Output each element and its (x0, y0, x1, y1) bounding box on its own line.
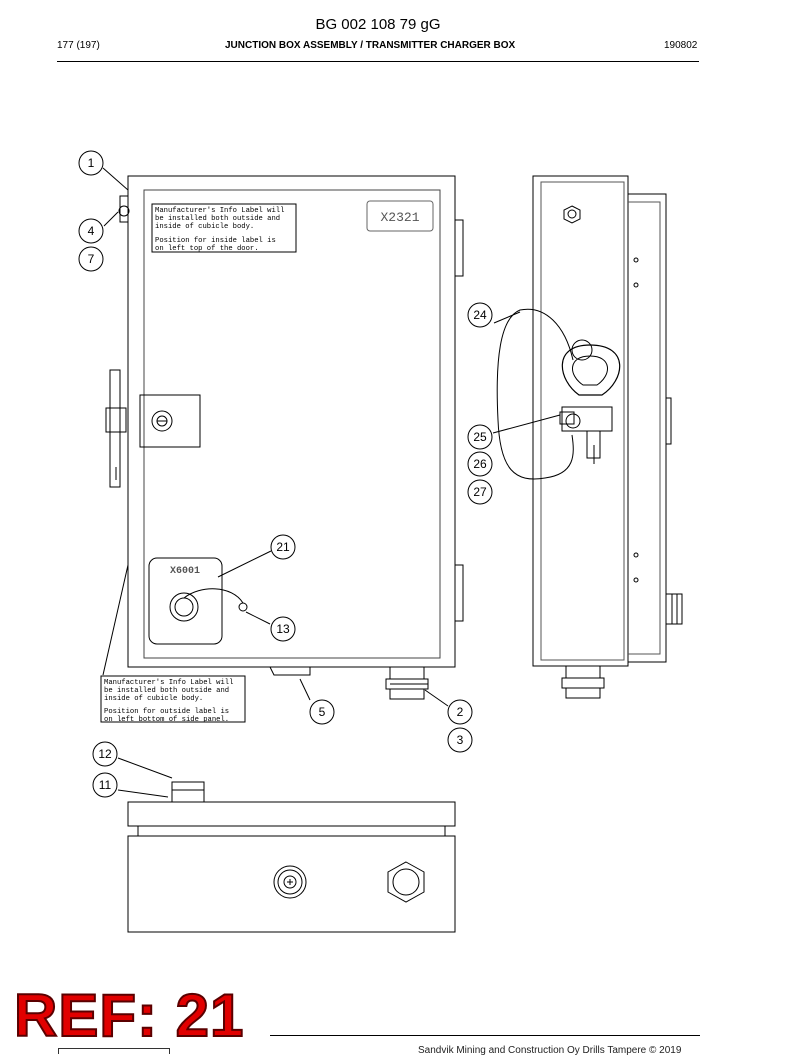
inside-label-note: Manufacturer's Info Label will be instal… (155, 207, 284, 253)
side-view (496, 175, 683, 699)
svg-text:11: 11 (99, 778, 112, 792)
svg-text:Position for outside label is: Position for outside label is (104, 708, 229, 716)
callout-13: 13 (270, 616, 296, 642)
document-number: BG 002 108 79 gG (315, 16, 441, 33)
svg-text:26: 26 (473, 457, 487, 471)
callout-1: 1 (78, 150, 104, 176)
page-title: JUNCTION BOX ASSEMBLY / TRANSMITTER CHAR… (225, 40, 516, 51)
inside-label-note-box (151, 203, 297, 253)
socket-marking-label: X6001 (170, 566, 200, 577)
svg-text:7: 7 (88, 252, 95, 266)
page-number: 177 (197) (57, 40, 100, 51)
cable-gland-front (385, 666, 429, 700)
svg-text:27: 27 (473, 485, 487, 499)
callout-11: 11 (92, 772, 118, 798)
svg-text:Manufacturer's Info Label will: Manufacturer's Info Label will (155, 207, 284, 215)
callout-5: 5 (309, 699, 335, 725)
date-code: 190802 (664, 40, 698, 51)
svg-text:on left bottom of side panel.: on left bottom of side panel. (104, 716, 229, 724)
part-callouts: 1 4 7 24 25 26 27 21 13 5 2 3 12 11 (78, 150, 493, 798)
footer-rule (270, 1035, 700, 1036)
door-marking-box (366, 200, 434, 232)
front-view (105, 175, 464, 676)
svg-text:inside of cubicle body.: inside of cubicle body. (104, 695, 203, 703)
header-rule (57, 61, 699, 62)
svg-text:21: 21 (276, 540, 290, 554)
svg-text:Position for inside label is: Position for inside label is (155, 237, 276, 245)
leader-lines (102, 167, 561, 798)
svg-text:3: 3 (457, 733, 464, 747)
svg-text:be installed both outside and: be installed both outside and (104, 687, 229, 695)
svg-text:4: 4 (88, 224, 95, 238)
svg-text:5: 5 (319, 705, 326, 719)
callout-12: 12 (92, 741, 118, 767)
svg-text:13: 13 (276, 622, 290, 636)
callout-4: 4 (78, 218, 104, 244)
callout-25: 25 (467, 424, 493, 450)
callout-3: 3 (447, 727, 473, 753)
brand-logo (58, 1048, 170, 1054)
callout-21: 21 (270, 534, 296, 560)
outside-label-note-box (100, 675, 246, 723)
door-marking-label: X2321 (380, 210, 419, 225)
svg-text:inside of cubicle body.: inside of cubicle body. (155, 223, 254, 231)
callout-2: 2 (447, 699, 473, 725)
svg-text:2: 2 (457, 705, 464, 719)
footer-copyright: Sandvik Mining and Construction Oy Drill… (418, 1045, 682, 1056)
svg-text:1: 1 (88, 156, 95, 170)
bottom-view (127, 781, 456, 933)
svg-text:12: 12 (98, 747, 112, 761)
callout-26: 26 (467, 451, 493, 477)
callout-24: 24 (467, 302, 493, 328)
outside-label-note: Manufacturer's Info Label will be instal… (104, 679, 233, 724)
svg-text:24: 24 (473, 308, 487, 322)
ref-stamp: REF: 21 (13, 982, 245, 1049)
callout-27: 27 (467, 479, 493, 505)
svg-text:25: 25 (473, 430, 487, 444)
callout-7: 7 (78, 246, 104, 272)
svg-text:be installed both outside and: be installed both outside and (155, 215, 280, 223)
svg-text:Manufacturer's Info Label will: Manufacturer's Info Label will (104, 679, 233, 687)
svg-text:on left top of the door.: on left top of the door. (155, 245, 259, 253)
